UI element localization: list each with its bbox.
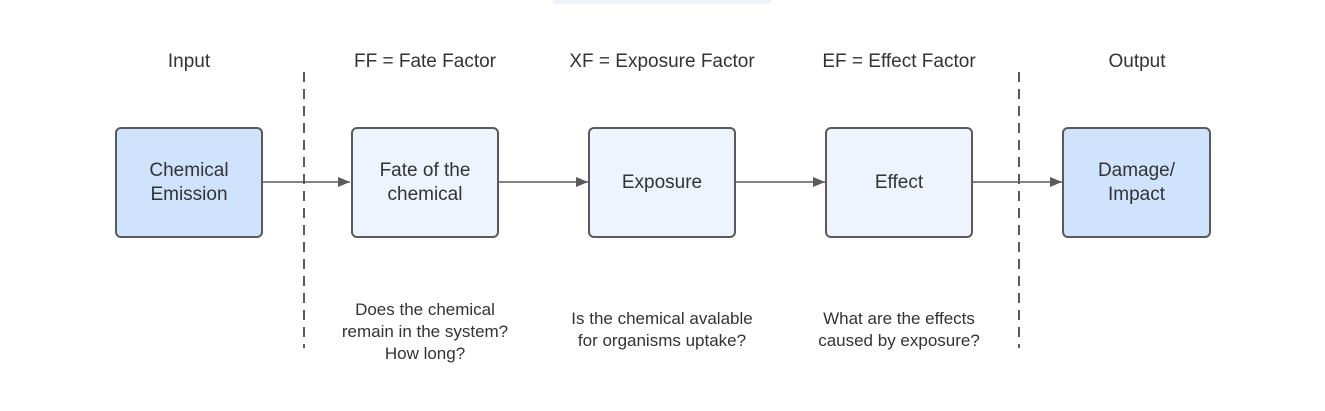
column-label-effect-factor: EF = Effect Factor — [822, 51, 976, 72]
top-tab-strip — [553, 0, 771, 4]
exposure-box: Exposure — [588, 127, 736, 238]
fate-question-note: Does the chemical remain in the system? … — [341, 300, 509, 363]
exposure-question-note: Is the chemical avalable for organisms u… — [571, 309, 753, 350]
fate-of-chemical-box: Fate of the chemical — [351, 127, 499, 238]
effect-box: Effect — [825, 127, 973, 238]
chemical-emission-box: Chemical Emission — [115, 127, 263, 238]
column-label-exposure-factor: XF = Exposure Factor — [569, 51, 755, 72]
column-label-output: Output — [1108, 51, 1166, 72]
damage-impact-box: Damage/ Impact — [1062, 127, 1211, 238]
column-label-fate-factor: FF = Fate Factor — [353, 51, 497, 72]
column-label-input: Input — [167, 51, 211, 72]
effect-question-note: What are the effects caused by exposure? — [818, 309, 980, 350]
